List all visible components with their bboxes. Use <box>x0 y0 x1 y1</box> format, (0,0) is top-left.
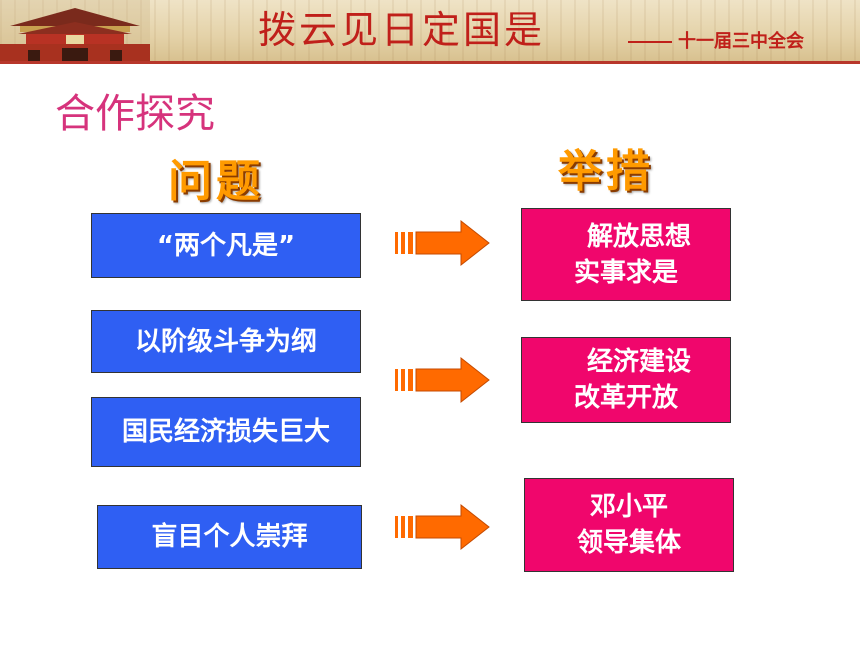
measure-box-3: 邓小平 领导集体 <box>524 478 734 572</box>
measure-line: 解放思想 <box>586 221 691 252</box>
problem-box-4: 盲目个人崇拜 <box>97 505 362 569</box>
tiananmen-gate-icon <box>0 0 150 61</box>
header-banner: 拨云见日定国是 十一届三中全会 <box>0 0 860 64</box>
page-subtitle: 十一届三中全会 <box>628 30 804 54</box>
subtitle-dash <box>628 41 672 43</box>
right-arrow-icon <box>395 219 490 267</box>
measure-box-1: 解放思想 实事求是 <box>521 208 731 301</box>
problem-box-2: 以阶级斗争为纲 <box>91 310 361 373</box>
problem-box-1: “两个凡是” <box>91 213 361 278</box>
right-arrow-icon <box>395 356 490 404</box>
section-title: 合作探究 <box>55 91 215 137</box>
measure-heading: 举措 <box>558 146 654 197</box>
page-title: 拨云见日定国是 <box>258 8 546 52</box>
subtitle-text: 十一届三中全会 <box>678 31 804 52</box>
right-arrow-icon <box>395 503 490 551</box>
measure-line: 领导集体 <box>576 528 681 558</box>
measure-line: 经济建设 <box>586 347 691 377</box>
measure-line: 改革开放 <box>573 383 678 413</box>
problem-heading: 问题 <box>168 156 264 207</box>
measure-box-2: 经济建设 改革开放 <box>521 337 731 423</box>
problem-box-3: 国民经济损失巨大 <box>91 397 361 467</box>
measure-line: 邓小平 <box>589 492 668 522</box>
measure-line: 实事求是 <box>573 257 678 288</box>
